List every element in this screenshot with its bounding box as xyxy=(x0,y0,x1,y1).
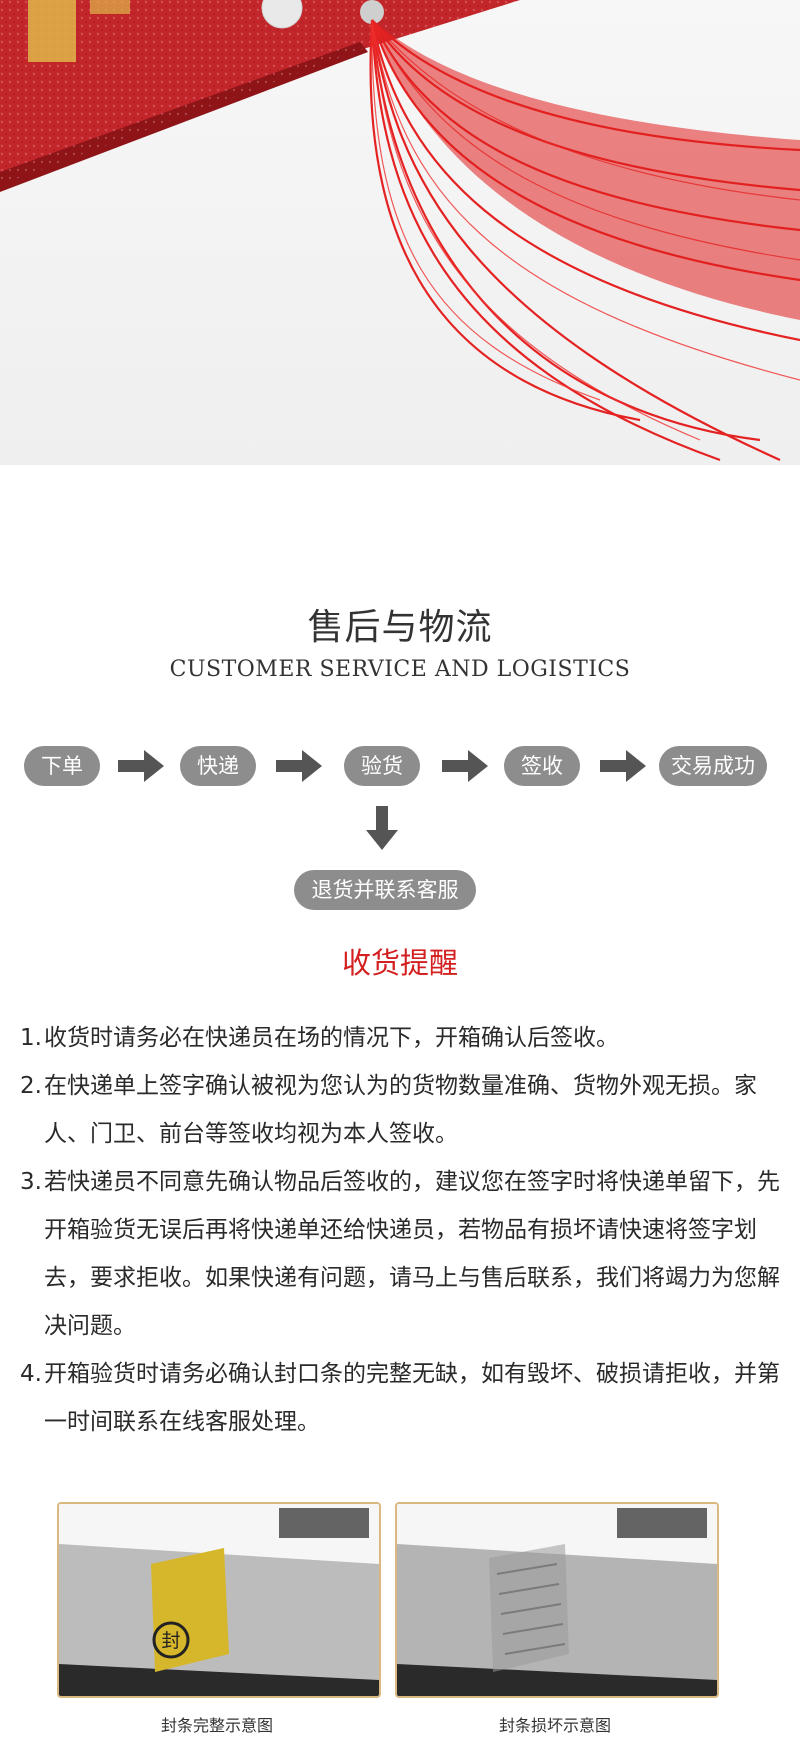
section-title-cn: 售后与物流 xyxy=(307,607,493,648)
flow-step-return: 退货并联系客服 xyxy=(294,870,476,910)
arrow-right-icon xyxy=(600,750,646,782)
seal-damaged-photo xyxy=(395,1502,719,1698)
list-item: 2.在快递单上签字确认被视为您认为的货物数量准确、货物外观无损。家人、门卫、前台… xyxy=(20,1073,757,1147)
damaged-caption: 封条损坏示意图 xyxy=(498,1716,611,1735)
arrow-right-icon xyxy=(276,750,322,782)
list-item: 3.若快递员不同意先确认物品后签收的，建议您在签字时将快递单留下，先开箱验货无误… xyxy=(20,1169,780,1339)
flow-step-express: 快递 xyxy=(180,746,256,786)
list-item: 4.开箱验货时请务必确认封口条的完整无缺，如有毁坏、破损请拒收，并第一时间联系在… xyxy=(20,1361,780,1435)
reminder-list: 1.收货时请务必在快递员在场的情况下，开箱确认后签收。 2.在快递单上签字确认被… xyxy=(20,1014,780,1446)
seal-text: 封 xyxy=(161,1630,180,1652)
list-item: 1.收货时请务必在快递员在场的情况下，开箱确认后签收。 xyxy=(20,1025,619,1051)
arrow-down-icon xyxy=(366,806,398,850)
section-title-en: CUSTOMER SERVICE AND LOGISTICS xyxy=(169,657,631,682)
arrow-right-icon xyxy=(118,750,164,782)
intact-caption: 封条完整示意图 xyxy=(160,1716,273,1735)
flow-step-order: 下单 xyxy=(24,746,100,786)
flow-step-inspect: 验货 xyxy=(344,746,420,786)
flow-step-sign: 签收 xyxy=(504,746,580,786)
hero-product-photo xyxy=(0,0,800,465)
reminder-title: 收货提醒 xyxy=(341,946,458,980)
flow-step-success: 交易成功 xyxy=(659,746,767,786)
seal-intact-photo: 封 xyxy=(57,1502,381,1698)
arrow-right-icon xyxy=(442,750,488,782)
